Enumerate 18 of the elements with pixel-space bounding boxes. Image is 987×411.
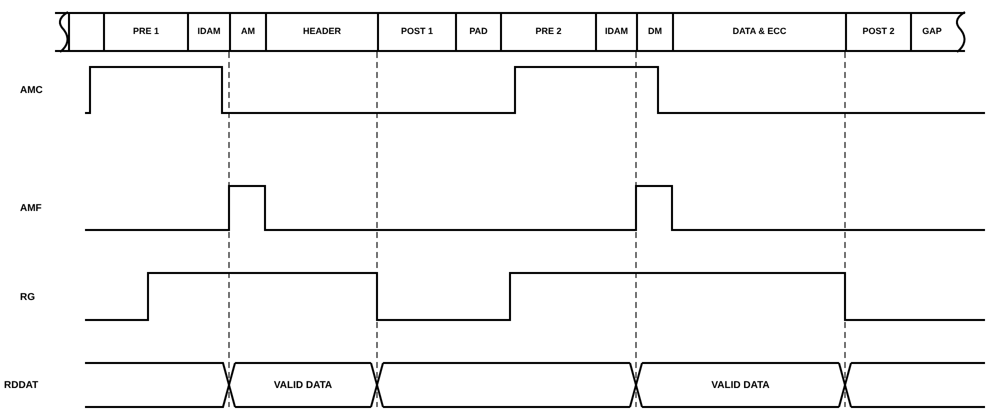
field-label: PAD <box>469 25 488 38</box>
field-label: PRE 1 <box>132 25 159 38</box>
field-label: HEADER <box>302 25 341 38</box>
field-label: DM <box>648 25 662 38</box>
signal-name: AMF <box>20 202 42 216</box>
signal-name: RDDAT <box>4 379 38 393</box>
field-label: GAP <box>922 25 942 38</box>
field-label: DATA & ECC <box>732 25 786 38</box>
field-label: IDAM <box>605 25 628 38</box>
signal-name: AMC <box>20 84 43 98</box>
field-label: POST 1 <box>400 25 433 38</box>
field-label: IDAM <box>198 25 220 38</box>
bus-state-label: VALID DATA <box>710 379 771 393</box>
field-label: PRE 2 <box>535 25 562 38</box>
signal-name: RG <box>20 291 35 305</box>
field-label: AM <box>241 25 255 38</box>
bus-state-label: VALID DATA <box>272 379 334 393</box>
field-label: POST 2 <box>862 25 894 38</box>
